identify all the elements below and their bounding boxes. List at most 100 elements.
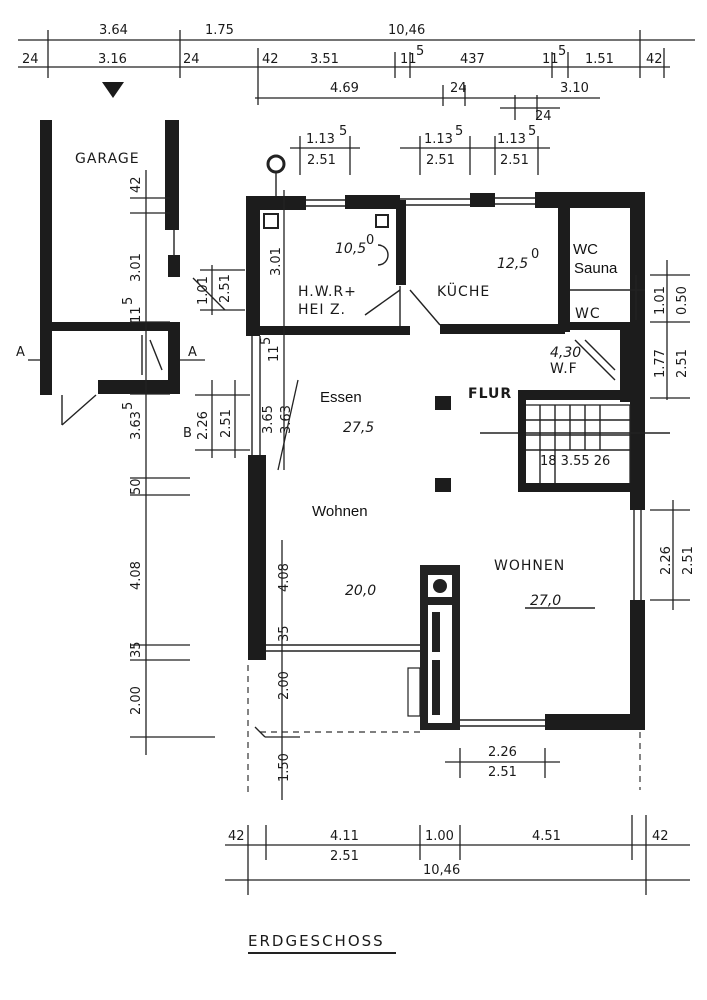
- room-label-wc: WC: [573, 241, 598, 258]
- dim-bottom: 2.51: [330, 849, 359, 864]
- dim-top: 11: [542, 52, 559, 67]
- dim-right: 1.01: [653, 286, 668, 315]
- exterior-walls: [246, 192, 645, 795]
- dim-top: 24: [183, 52, 200, 67]
- area-label: 0: [531, 247, 539, 262]
- area-label: 20,0: [345, 583, 376, 599]
- dim-bottom: 42: [228, 829, 245, 844]
- area-label: 10,5: [335, 241, 366, 257]
- dim-bottom: 2.26: [488, 745, 517, 760]
- room-label-garage: GARAGE: [75, 151, 140, 167]
- window-dim: 2.51: [426, 153, 455, 168]
- area-label: 12,5: [497, 256, 528, 272]
- dim-top: 3.51: [310, 52, 339, 67]
- dim-right: 2.51: [675, 349, 690, 378]
- window-dim: 2.51: [500, 153, 529, 168]
- dim-inner: 5: [259, 337, 274, 345]
- dim-inner: 1.01: [196, 276, 211, 305]
- window-dim: 5: [528, 124, 536, 139]
- interior-walls: [260, 154, 670, 730]
- dim-inner: 35: [277, 625, 292, 642]
- dim-left: 42: [129, 176, 144, 193]
- garage: GARAGE A A: [16, 120, 205, 426]
- inner-left-dimensions: 1.01 2.51 B 2.26 2.51 3.01 11 5 3.65 3.6…: [183, 190, 300, 800]
- dim-left: 11: [129, 306, 144, 323]
- dim-left: 5: [121, 402, 136, 410]
- dim-inner: 2.51: [219, 409, 234, 438]
- dim-bottom: 2.51: [488, 765, 517, 780]
- room-label-kueche: KÜCHE: [437, 282, 490, 300]
- room-label-flur: FLUR: [468, 386, 512, 402]
- right-dimensions: 1.01 0.50 1.77 2.51 2.26 2.51: [639, 260, 696, 790]
- dim-right: 1.77: [653, 349, 668, 378]
- dim-inner: 11: [267, 345, 282, 362]
- area-label: 4,30: [550, 345, 581, 361]
- dim-right: 2.26: [659, 546, 674, 575]
- window-dim: 2.51: [307, 153, 336, 168]
- window-dim: 1.13: [306, 132, 335, 147]
- dim-top: 42: [646, 52, 663, 67]
- dim-left: 50: [129, 478, 144, 495]
- dim-top: 24: [22, 52, 39, 67]
- dim-top: 4.69: [330, 81, 359, 96]
- dim-left: 3.63: [129, 411, 144, 440]
- dim-bottom: 42: [652, 829, 669, 844]
- section-mark: A: [188, 345, 197, 360]
- dim-top: 3.16: [98, 52, 127, 67]
- dim-left: 35: [129, 641, 144, 658]
- bottom-dimensions: 2.26 2.51 42 4.11 1.00 4.51 42 2.51 10,4…: [225, 745, 690, 895]
- dim-top: 5: [558, 44, 566, 59]
- dim-top: 3.64: [99, 23, 128, 38]
- room-label-sauna: Sauna: [574, 260, 618, 277]
- room-labels: 10,5 0 H.W.R+ HEI Z. 12,5 0 KÜCHE WC Sau…: [298, 233, 618, 609]
- room-label-wohnen: Wohnen: [312, 503, 368, 520]
- dim-right: 0.50: [675, 286, 690, 315]
- room-label-hwr: H.W.R+: [298, 284, 357, 300]
- stair-label: 18 3.55 26: [540, 454, 610, 469]
- dim-inner: 2.51: [218, 274, 233, 303]
- room-label-wohnen-caps: WOHNEN: [494, 558, 565, 574]
- dim-left: 4.08: [129, 561, 144, 590]
- dim-inner: 3.01: [269, 247, 284, 276]
- dim-left: 2.00: [129, 686, 144, 715]
- dim-top: 24: [450, 81, 467, 96]
- dim-inner: 4.08: [277, 563, 292, 592]
- room-label-essen: Essen: [320, 389, 362, 406]
- dim-top: 42: [262, 52, 279, 67]
- dim-top: 5: [416, 44, 424, 59]
- window-dim: 1.13: [424, 132, 453, 147]
- dim-left: 3.01: [129, 253, 144, 282]
- dim-bottom-total: 10,46: [423, 863, 460, 878]
- area-label: 27,0: [530, 593, 561, 609]
- window-dim: 1.13: [497, 132, 526, 147]
- window-dim: 5: [339, 124, 347, 139]
- top-dimensions: 3.64 1.75 10,46 24 3.16 24 42 3.51 11 5 …: [18, 23, 695, 175]
- dim-top: 437: [460, 52, 485, 67]
- dim-right: 2.51: [681, 546, 696, 575]
- dim-inner: 1.50: [277, 753, 292, 782]
- room-label-wc2: WC: [575, 306, 601, 322]
- section-mark: A: [16, 345, 25, 360]
- plan-title: ERDGESCHOSS: [248, 932, 385, 950]
- dim-top: 1.75: [205, 23, 234, 38]
- window-dim: 5: [455, 124, 463, 139]
- dim-inner: 3.65: [261, 405, 276, 434]
- area-label: 27,5: [343, 420, 374, 436]
- dim-inner: 2.26: [196, 411, 211, 440]
- dim-top: 24: [535, 109, 552, 124]
- arrow-down-icon: [102, 82, 124, 98]
- section-mark: B: [183, 426, 192, 441]
- dim-bottom: 4.51: [532, 829, 561, 844]
- room-label-hwr: HEI Z.: [298, 302, 346, 318]
- dim-top: 1.51: [585, 52, 614, 67]
- dim-left: 5: [121, 297, 136, 305]
- area-label: 0: [366, 233, 374, 248]
- dim-top: 10,46: [388, 23, 425, 38]
- left-dimensions: 42 3.01 11 5 3.63 5 50 4.08 35 2.00: [121, 170, 215, 755]
- dim-bottom: 4.11: [330, 829, 359, 844]
- dim-bottom: 1.00: [425, 829, 454, 844]
- dim-top: 11: [400, 52, 417, 67]
- dim-inner: 2.00: [277, 671, 292, 700]
- dim-top: 3.10: [560, 81, 589, 96]
